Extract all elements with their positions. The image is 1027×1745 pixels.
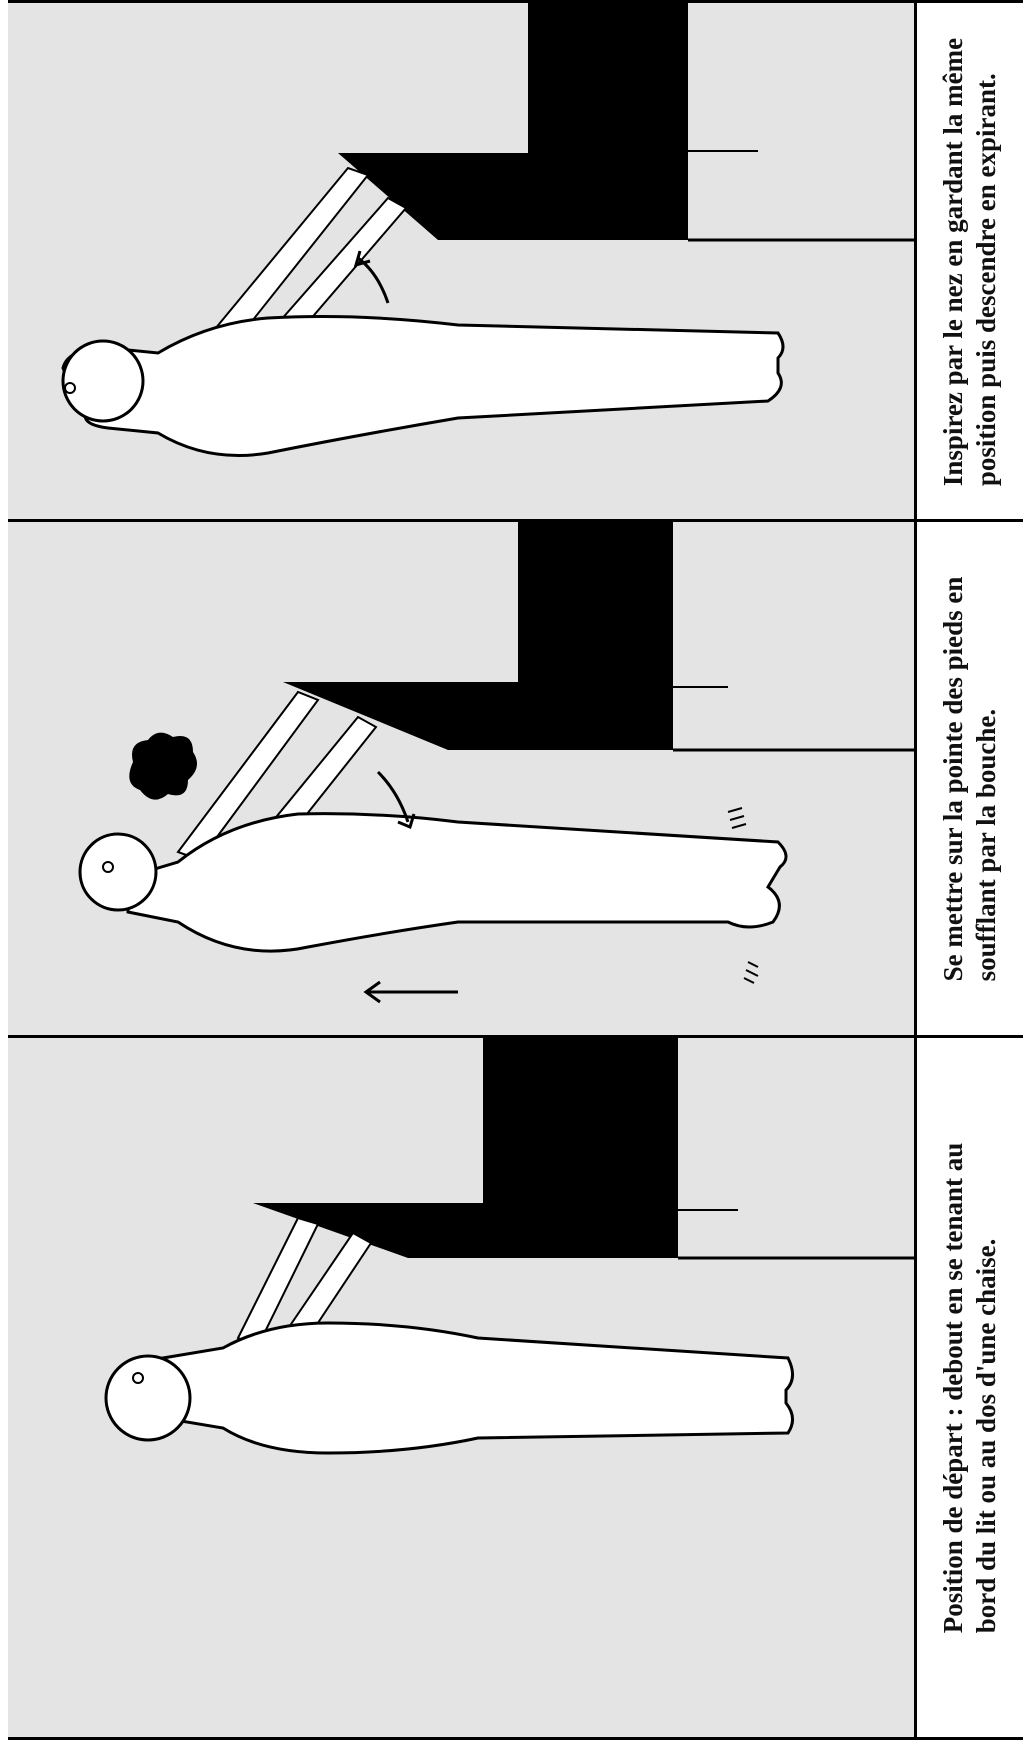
panel-2-drawing [8, 522, 914, 1036]
panel-1-caption-cell: Inspirez par le nez en gardant la même p… [914, 3, 1023, 521]
panel-2-caption-line-2: soufflant par la bouche. [970, 577, 1003, 982]
panel-3-caption-line-2: bord du lit ou au dos d'une chaise. [970, 1142, 1003, 1633]
panel-2-caption: Se mettre sur la pointe des pieds en sou… [937, 577, 1003, 982]
panel-2-illustration [8, 522, 914, 1036]
panel-1-caption-line-1: Inspirez par le nez en gardant la même [937, 38, 970, 486]
panel-3-illustration [8, 1038, 914, 1737]
panel-1-drawing [8, 3, 914, 521]
panel-1-illustration [8, 3, 914, 521]
panel-1-caption: Inspirez par le nez en gardant la même p… [937, 38, 1003, 486]
panel-3-drawing [8, 1038, 914, 1737]
panel-3-caption: Position de départ : debout en se tenant… [937, 1142, 1003, 1633]
panel-3-caption-line-1: Position de départ : debout en se tenant… [937, 1142, 970, 1633]
panel-1-caption-line-2: position puis descendre en expirant. [970, 38, 1003, 486]
panel-2-caption-cell: Se mettre sur la pointe des pieds en sou… [914, 522, 1023, 1036]
panel-2-caption-line-1: Se mettre sur la pointe des pieds en [937, 577, 970, 982]
panel-3-caption-cell: Position de départ : debout en se tenant… [914, 1038, 1023, 1737]
